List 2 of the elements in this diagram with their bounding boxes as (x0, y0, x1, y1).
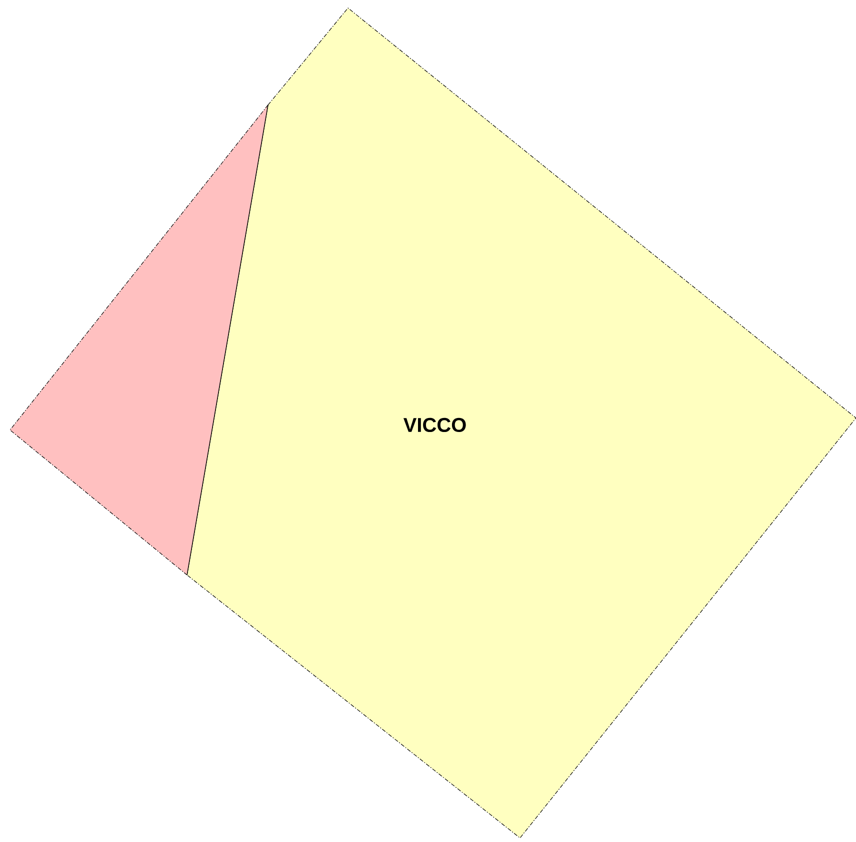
area-polygon: VICCO (186, 8, 856, 838)
triangle-area (10, 104, 268, 576)
